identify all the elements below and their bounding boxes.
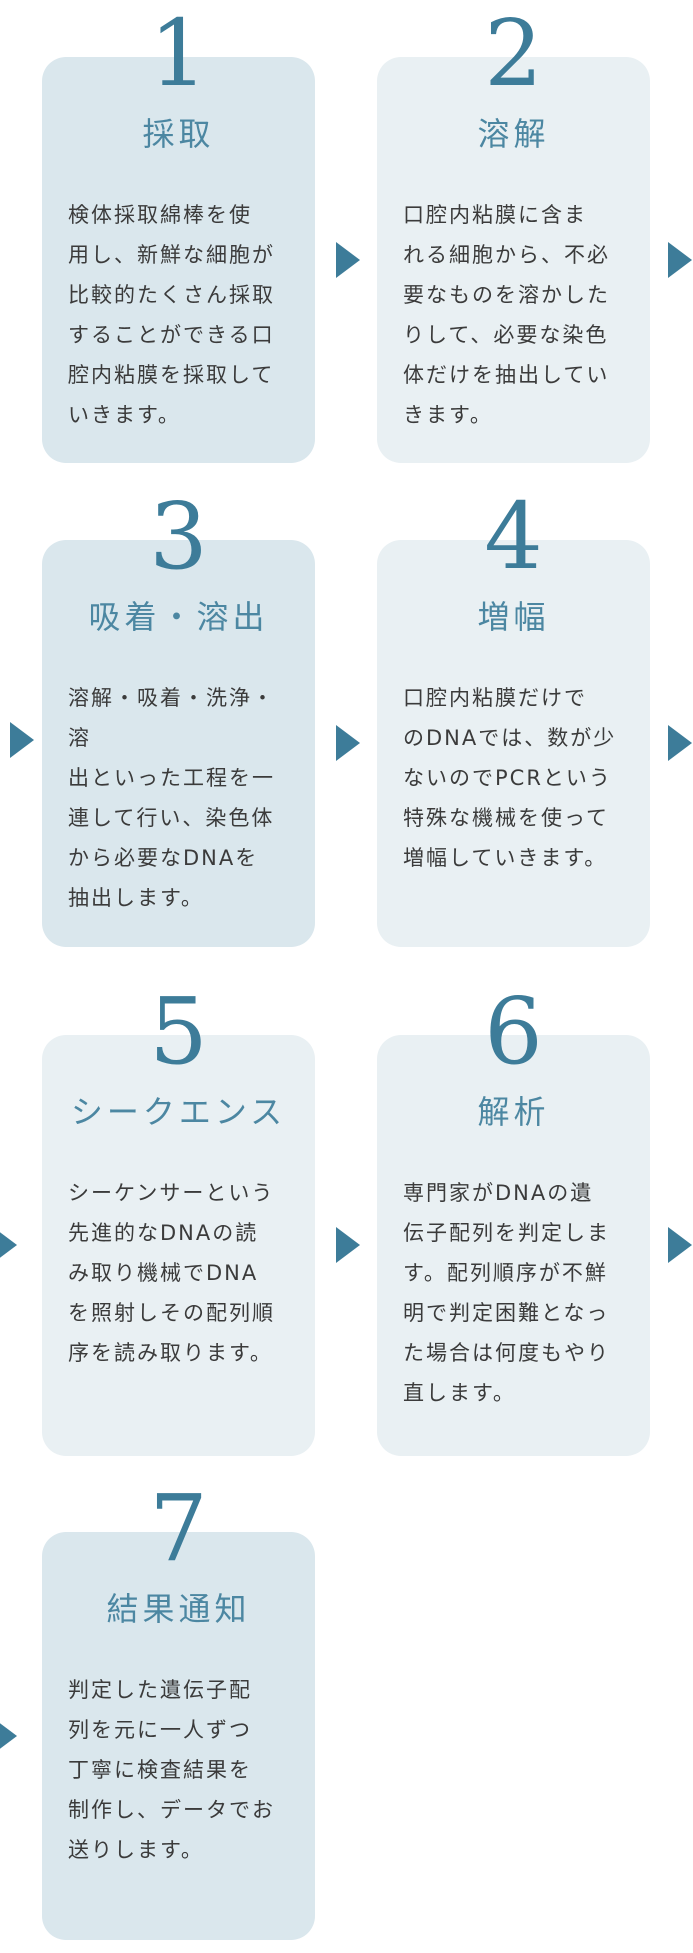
step-card-5: 5 シークエンス シーケンサーという 先進的なDNAの読 み取り機械でDNA を…: [42, 986, 315, 1456]
step-title: 溶解: [477, 115, 550, 153]
step-description: シーケンサーという 先進的なDNAの読 み取り機械でDNA を照射しその配列順 …: [68, 1181, 275, 1365]
flow-arrow-right-icon: [0, 1227, 17, 1263]
flow-arrow-right-icon: [668, 242, 692, 278]
step-title: 解析: [477, 1093, 550, 1131]
step-card-7: 7 結果通知 判定した遺伝子配 列を元に一人ずつ 丁寧に検査結果を 制作し、デー…: [42, 1483, 315, 1940]
step-description: 検体採取綿棒を使 用し、新鮮な細胞が 比較的たくさん採取 することができる口 腔…: [68, 203, 275, 427]
step-card-4: 4 増幅 口腔内粘膜だけで のDNAでは、数が少 ないのでPCRという 特殊な機…: [377, 491, 650, 947]
step-card-2: 2 溶解 口腔内粘膜に含ま れる細胞から、不必 要なものを溶かした りして、必要…: [377, 8, 650, 463]
step-title: シークエンス: [70, 1093, 287, 1131]
step-number: 4: [484, 483, 543, 590]
step-description: 専門家がDNAの遺 伝子配列を判定しま す。配列順序が不鮮 明で判定困難となっ …: [403, 1181, 610, 1405]
step-description: 口腔内粘膜に含ま れる細胞から、不必 要なものを溶かした りして、必要な染色 体…: [403, 203, 610, 427]
step-number: 5: [149, 978, 208, 1085]
step-description: 溶解・吸着・洗浄・溶 出といった工程を一 連して行い、染色体 から必要なDNAを…: [68, 686, 275, 910]
step-description: 判定した遺伝子配 列を元に一人ずつ 丁寧に検査結果を 制作し、データでお 送りし…: [68, 1678, 275, 1862]
step-title: 増幅: [477, 598, 550, 636]
step-number: 6: [484, 978, 543, 1085]
step-card-3: 3 吸着・溶出 溶解・吸着・洗浄・溶 出といった工程を一 連して行い、染色体 か…: [42, 491, 315, 947]
step-number: 3: [149, 483, 208, 590]
step-number: 1: [149, 0, 208, 107]
step-description: 口腔内粘膜だけで のDNAでは、数が少 ないのでPCRという 特殊な機械を使って…: [403, 686, 617, 870]
step-number: 7: [149, 1475, 208, 1582]
step-title: 採取: [142, 115, 215, 153]
flow-arrow-right-icon: [336, 725, 360, 761]
flow-arrow-right-icon: [336, 242, 360, 278]
flow-arrow-right-icon: [10, 722, 34, 758]
flow-arrow-right-icon: [668, 1227, 692, 1263]
flow-arrow-right-icon: [668, 725, 692, 761]
step-title: 吸着・溶出: [88, 598, 269, 636]
step-card-1: 1 採取 検体採取綿棒を使 用し、新鮮な細胞が 比較的たくさん採取 することがで…: [42, 8, 315, 463]
step-title: 結果通知: [106, 1590, 251, 1628]
step-card-6: 6 解析 専門家がDNAの遺 伝子配列を判定しま す。配列順序が不鮮 明で判定困…: [377, 986, 650, 1456]
flow-arrow-right-icon: [0, 1718, 17, 1754]
step-number: 2: [484, 0, 543, 107]
flow-arrow-right-icon: [336, 1227, 360, 1263]
